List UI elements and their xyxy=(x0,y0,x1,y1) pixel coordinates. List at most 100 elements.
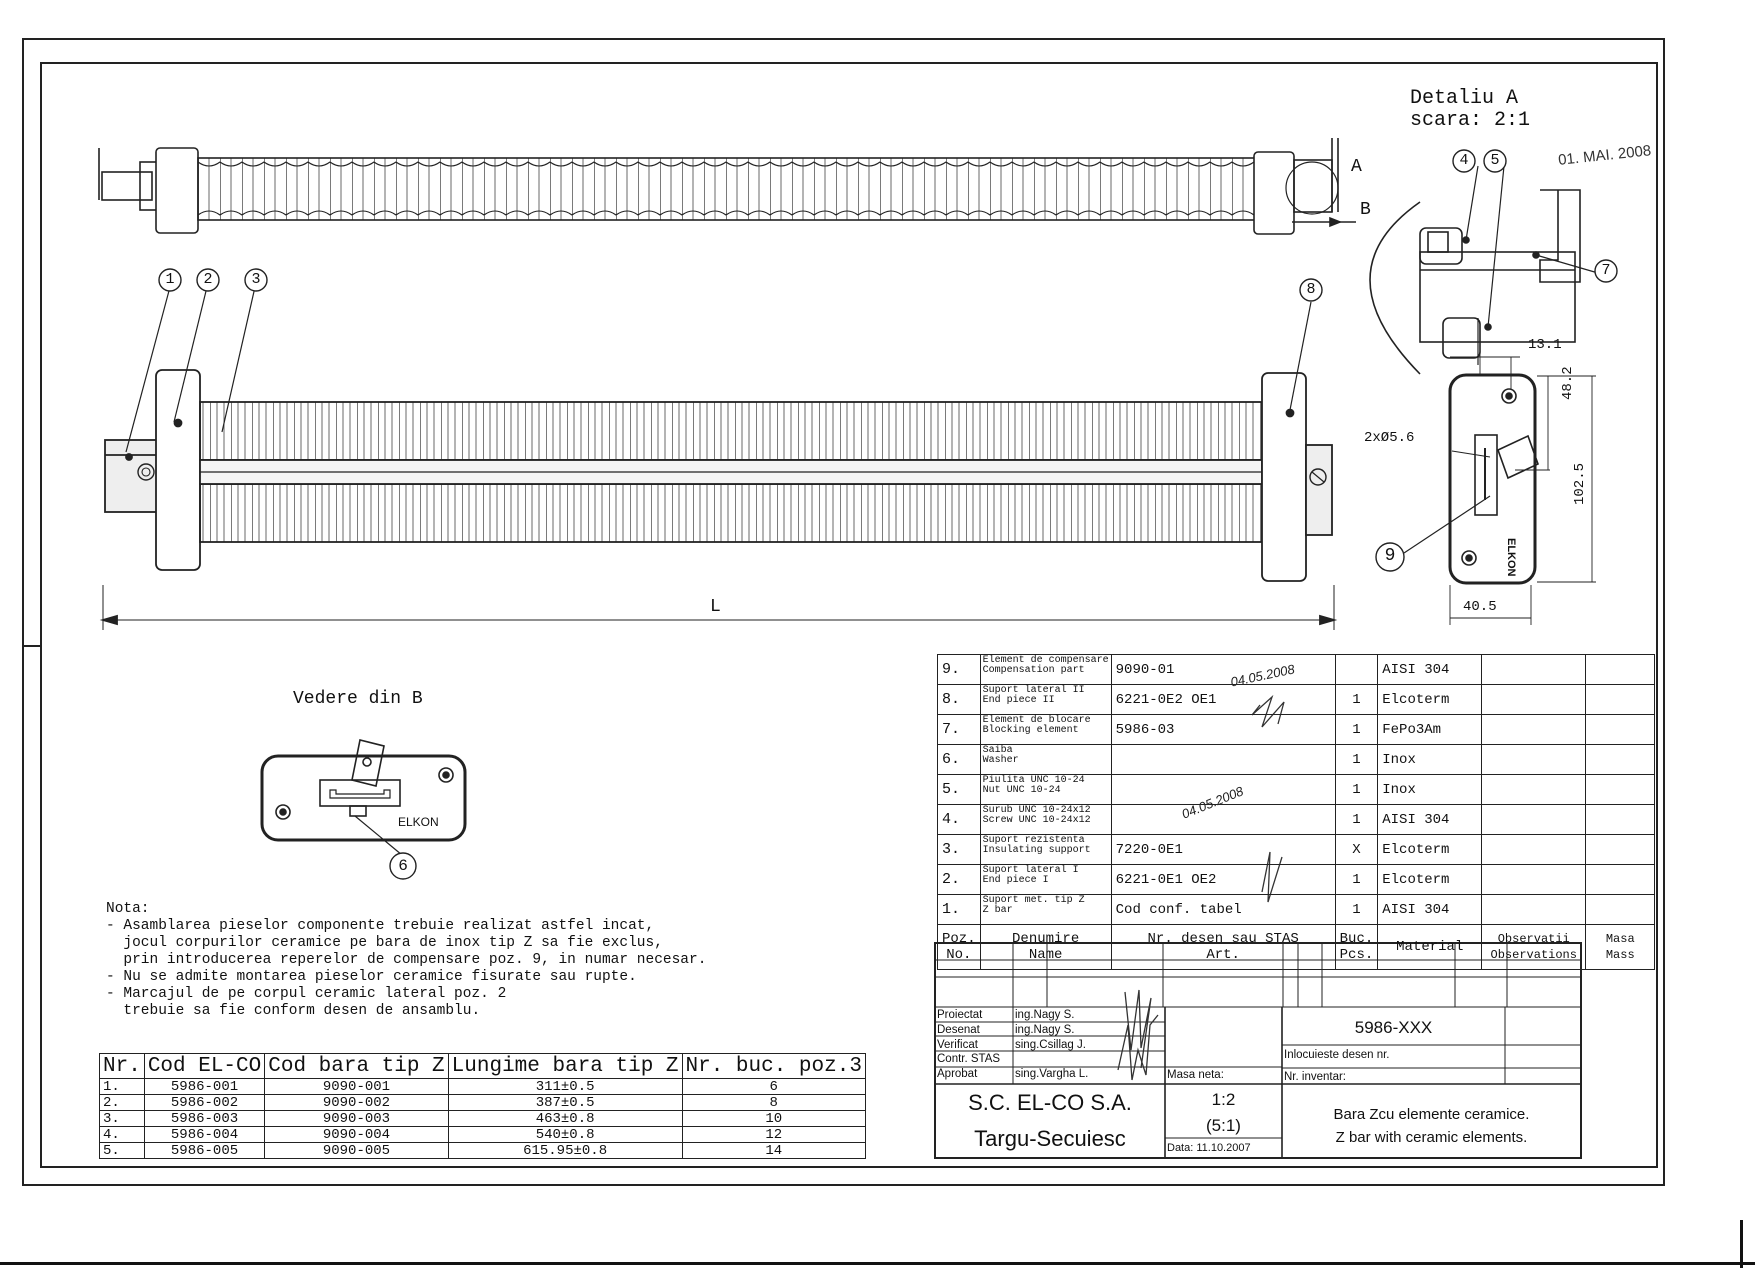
bom-denumire-en: Z bar xyxy=(982,905,1013,916)
tb-inventory: Nr. inventar: xyxy=(1284,1071,1346,1083)
tb-description-en: Z bar with ceramic elements. xyxy=(1335,1129,1528,1146)
bom-cell-obs xyxy=(1481,714,1587,745)
tb-description-ro: Bara Zcu elemente ceramice. xyxy=(1333,1106,1530,1123)
cell: 311±0.5 xyxy=(447,1078,683,1095)
bom-denumire-en: Insulating support xyxy=(982,845,1091,856)
bom-cell-buc: X xyxy=(1334,834,1379,865)
bom-cell-art: 5986-03 xyxy=(1110,714,1336,745)
tb-role: Contr. STAS xyxy=(937,1053,1001,1066)
cell: 6 xyxy=(681,1078,866,1095)
bom-cell-buc xyxy=(1334,654,1379,685)
bom-cell-material: AISI 304 xyxy=(1377,804,1483,835)
bom-cell-material: Elcoterm xyxy=(1377,834,1483,865)
tb-scale-1: 1:2 xyxy=(1211,1090,1236,1109)
bom-cell-poz: 5. xyxy=(937,774,981,805)
bom-cell-poz: 6. xyxy=(937,744,981,775)
cell: 5. xyxy=(99,1142,145,1159)
variants-table: Nr. Cod EL-CO Cod bara tip Z Lungime bar… xyxy=(99,1053,866,1159)
bom-cell-art: 6221-0E1 OE2 xyxy=(1110,864,1336,895)
bom-cell-poz: 8. xyxy=(937,684,981,715)
bom-cell-masa xyxy=(1585,744,1656,775)
bom-cell-buc: 1 xyxy=(1334,744,1379,775)
drawing-inner-frame xyxy=(40,62,1658,1168)
cell: 9090-001 xyxy=(264,1078,449,1095)
bom-cell-buc: 1 xyxy=(1334,684,1379,715)
bom-denumire-ro: Suport lateral II xyxy=(982,685,1085,696)
tb-company: S.C. EL-CO S.A. xyxy=(968,1090,1132,1115)
bom-cell-art xyxy=(1110,744,1336,775)
cell: 9090-002 xyxy=(264,1094,449,1111)
tb-name: sing.Csillag J. xyxy=(1015,1038,1086,1051)
bom-cell-masa xyxy=(1585,804,1656,835)
tb-masa-neta: Masa neta: xyxy=(1167,1069,1224,1081)
tb-name: ing.Nagy S. xyxy=(1015,1023,1075,1036)
bom-head-obs-en: Observations xyxy=(1490,948,1577,962)
cell: 463±0.8 xyxy=(447,1110,683,1127)
bom-head-poz-en: No. xyxy=(946,947,972,963)
bom-head-denumire-en: Name xyxy=(1028,947,1063,963)
variants-header-row: Nr. Cod EL-CO Cod bara tip Z Lungime bar… xyxy=(99,1053,866,1079)
tb-date: Data: 11.10.2007 xyxy=(1167,1142,1251,1154)
note-line: - Nu se admite montarea pieselor ceramic… xyxy=(106,969,637,985)
view-b-drawing xyxy=(260,739,467,856)
bom-cell-obs xyxy=(1481,894,1587,925)
col-nr: Nr. xyxy=(99,1053,145,1079)
cell: 8 xyxy=(681,1094,866,1111)
bom-cell-art xyxy=(1110,804,1336,835)
tb-role: Aprobat xyxy=(937,1068,978,1081)
bom-cell-obs xyxy=(1481,864,1587,895)
bom-cell-material: Inox xyxy=(1377,744,1483,775)
view-b-elkon-marking: ELKON xyxy=(398,815,439,829)
balloon-1: 1 xyxy=(165,271,175,288)
balloon-5: 5 xyxy=(1490,152,1500,169)
bom-denumire-en: End piece II xyxy=(982,695,1055,706)
bom-denumire-en: Compensation part xyxy=(982,665,1085,676)
bom-head-masa-ro: Masa xyxy=(1605,932,1635,946)
cell: 540±0.8 xyxy=(447,1126,683,1143)
bom-denumire-en: Washer xyxy=(982,755,1019,766)
bom-head-buc: Buc.Pcs. xyxy=(1334,924,1379,970)
bom-head-denumire-ro: Denumire xyxy=(1012,931,1080,947)
cell: 387±0.5 xyxy=(447,1094,683,1111)
bom-cell-poz: 7. xyxy=(937,714,981,745)
note-line: trebuie sa fie conform desen de ansamblu… xyxy=(106,1003,481,1019)
cell: 9090-004 xyxy=(264,1126,449,1143)
bom-head-art-en: Art. xyxy=(1206,947,1240,963)
note-title: Nota: xyxy=(106,901,150,917)
bom-denumire-ro: Suport lateral I xyxy=(982,865,1079,876)
tb-role: Proiectat xyxy=(937,1009,983,1021)
detail-scale: scara: 2:1 xyxy=(1410,109,1531,132)
note-line: jocul corpurilor ceramice pe bara de ino… xyxy=(106,935,663,951)
note-line: - Asamblarea pieselor componente trebuie… xyxy=(106,918,655,934)
bom-denumire-ro: Suport met. tip Z xyxy=(982,895,1085,906)
bom-head-buc-en: Pcs. xyxy=(1339,947,1374,963)
bom-cell-masa xyxy=(1585,774,1656,805)
cell: 615.95±0.8 xyxy=(447,1142,683,1159)
cell: 14 xyxy=(681,1142,866,1159)
bom-cell-poz: 1. xyxy=(937,894,981,925)
cell: 3. xyxy=(99,1110,145,1127)
bom-head-poz: Poz.No. xyxy=(937,924,981,970)
balloon-3: 3 xyxy=(251,271,261,288)
tb-name: ing.Nagy S. xyxy=(1015,1009,1075,1021)
col-cod-bara: Cod bara tip Z xyxy=(264,1053,449,1079)
section-label-b: B xyxy=(1360,200,1371,220)
bom-denumire-ro: Surub UNC 10-24x12 xyxy=(982,805,1091,816)
bom-cell-buc: 1 xyxy=(1334,804,1379,835)
